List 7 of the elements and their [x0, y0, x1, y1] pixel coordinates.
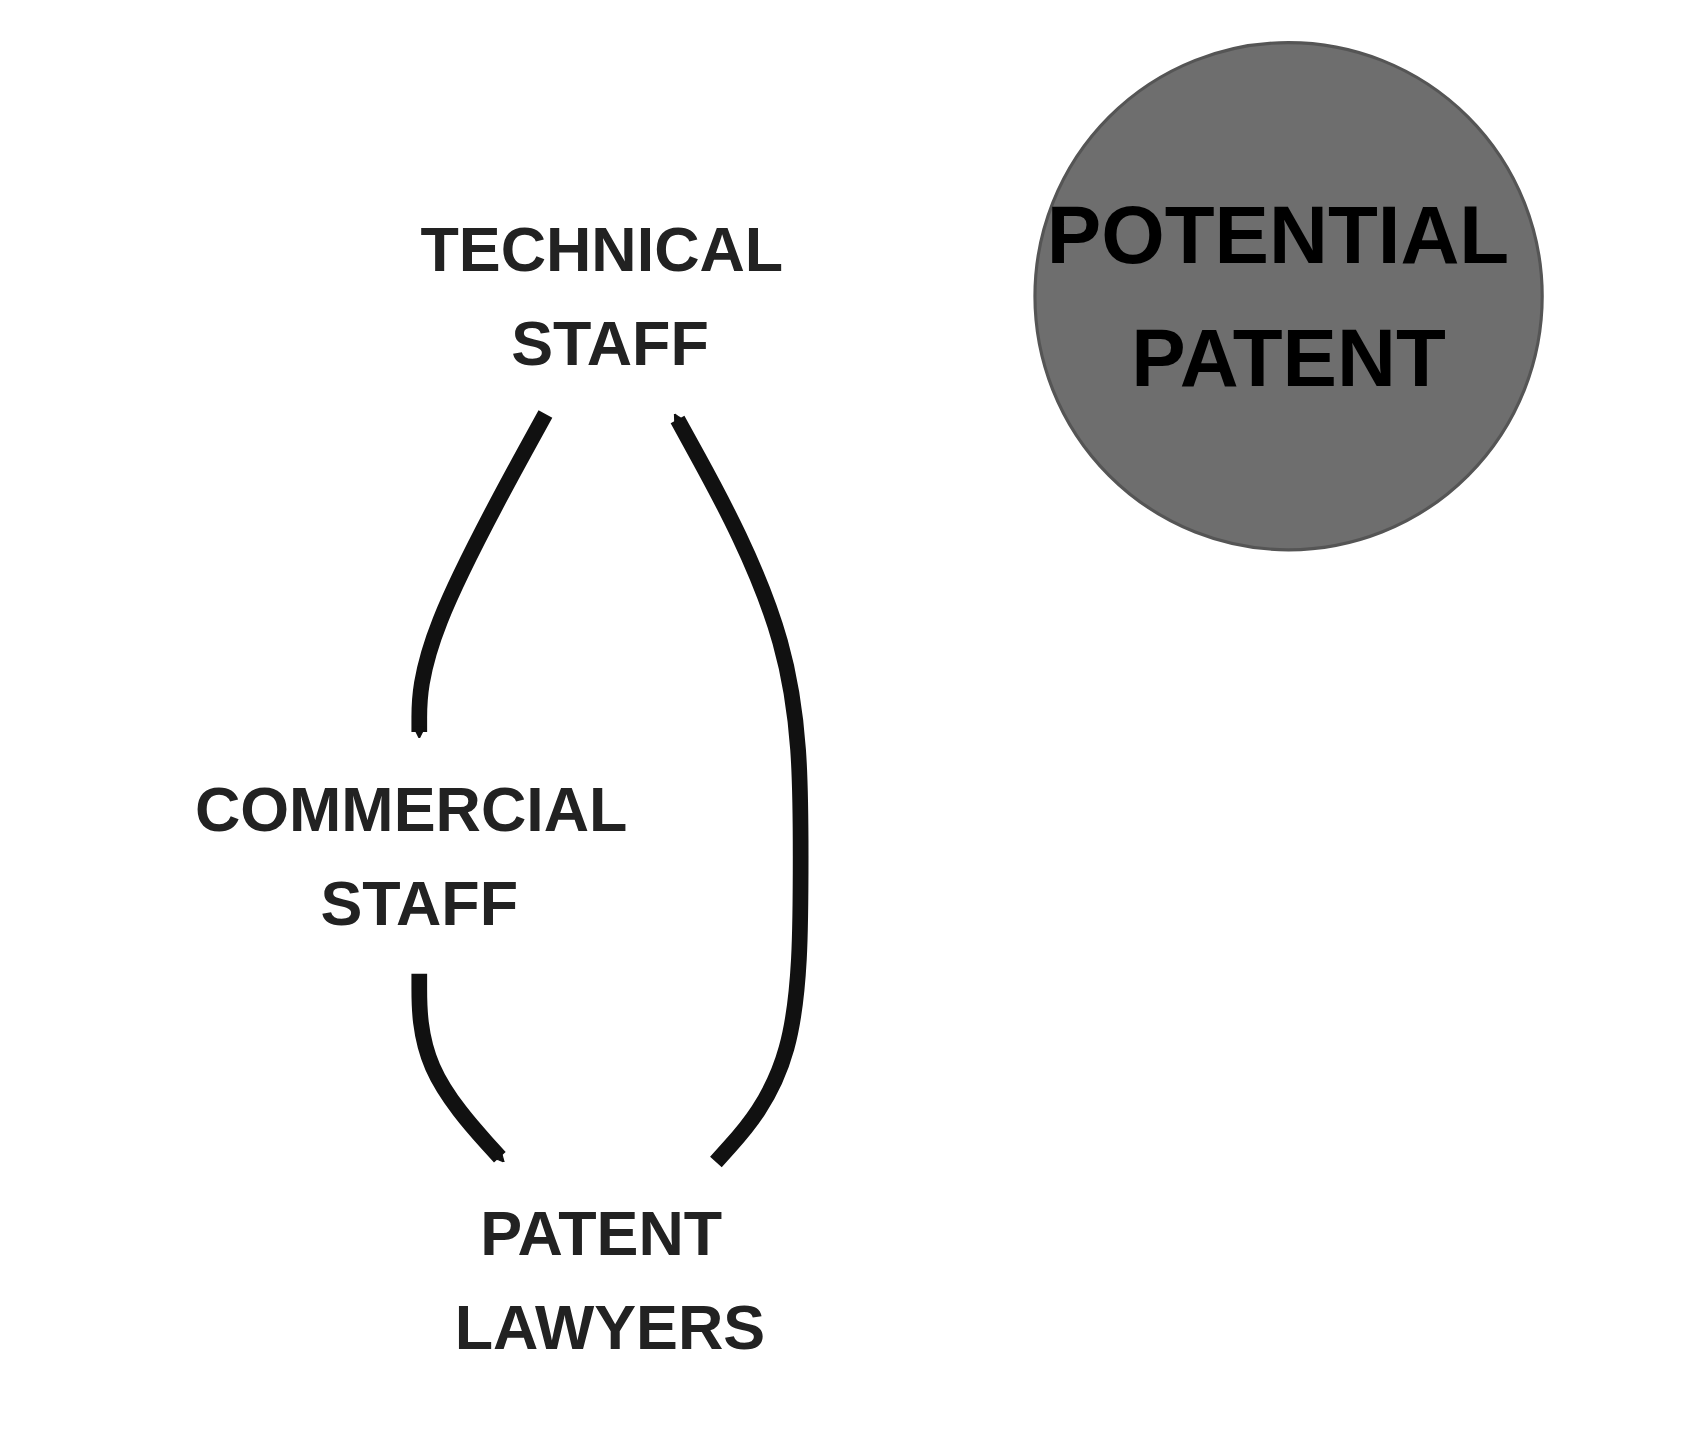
arrow	[410, 973, 506, 1163]
arrow	[410, 409, 552, 739]
node-text: PATENT LAWYERS	[454, 1197, 765, 1361]
arrow	[670, 412, 808, 1167]
node-circle: POTENTIAL PATENT	[1032, 40, 1544, 551]
node-text: COMMERCIAL STAFF	[194, 773, 626, 938]
node-text: TECHNICAL STAFF	[419, 214, 782, 378]
